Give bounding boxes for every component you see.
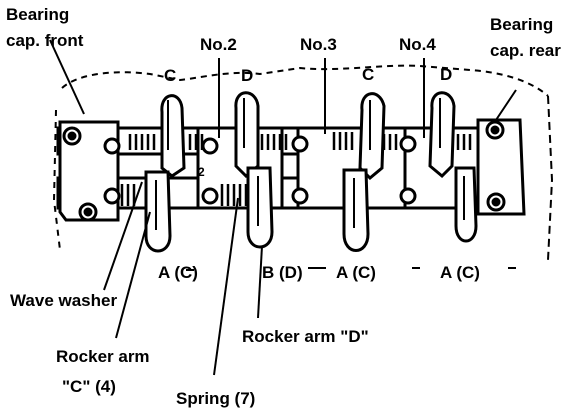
cylinder-head-outline (52, 64, 554, 261)
lower-rocker-arms (144, 166, 478, 253)
label-bottom-a3: A (C) (440, 263, 480, 282)
bolts (62, 120, 506, 222)
label-bearing-cap-rear-1: Bearing (490, 15, 553, 34)
label-small-num: 2 (198, 165, 205, 179)
label-no4: No.4 (399, 35, 436, 54)
upper-rocker-arms (160, 91, 456, 181)
label-top-d2: D (440, 65, 452, 84)
label-bearing-cap-front-1: Bearing (6, 5, 69, 24)
label-bottom-a1: A (C) (158, 263, 198, 282)
label-no2: No.2 (200, 35, 237, 54)
label-top-d1: D (241, 66, 253, 85)
label-rocker-arm-c-2: "C" (4) (62, 377, 116, 396)
label-spring: Spring (7) (176, 389, 255, 408)
label-top-c1: C (164, 66, 176, 85)
label-bearing-cap-rear-2: cap. rear (490, 41, 561, 60)
labels: Bearing cap. front No.2 No.3 No.4 Bearin… (6, 5, 561, 408)
label-rocker-arm-d: Rocker arm "D" (242, 327, 369, 346)
label-wave-washer: Wave washer (10, 291, 117, 310)
label-bottom-b: B (D) (262, 263, 303, 282)
label-bottom-a2: A (C) (336, 263, 376, 282)
label-bearing-cap-front-2: cap. front (6, 31, 84, 50)
leader-lines (49, 39, 517, 376)
label-top-c2: C (362, 65, 374, 84)
label-rocker-arm-c-1: Rocker arm (56, 347, 150, 366)
label-no3: No.3 (300, 35, 337, 54)
